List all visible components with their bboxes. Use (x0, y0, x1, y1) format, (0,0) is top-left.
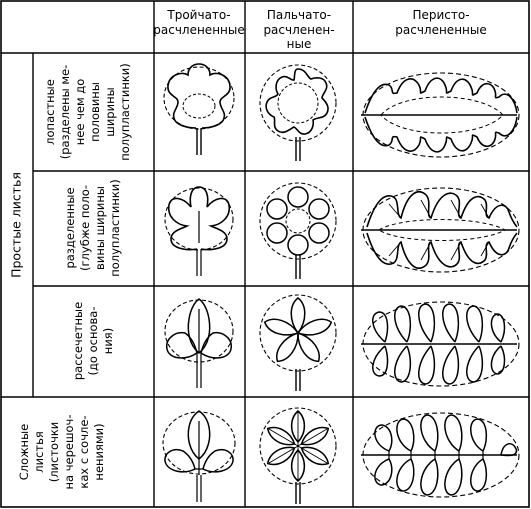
row-label-line: листья (32, 431, 46, 473)
palmate-dissected-leaf-icon (259, 294, 337, 392)
row-label-line: ширины (103, 87, 117, 136)
row-label-dissected: рассечетные (до основа- ния) (71, 302, 115, 380)
row-label-line: нее чем до (73, 79, 87, 146)
header-line: расчленен- (263, 23, 334, 37)
row-label-line: лопастные (43, 79, 57, 145)
row-label-line: (разделены ме- (58, 65, 72, 160)
pinnate-parted-leaf-icon (360, 187, 520, 273)
trifoliate-dissected-leaf-icon (164, 298, 234, 389)
row-label-parted: разделенные (глубже поло- вины ширины по… (63, 179, 122, 277)
row-label-line: половины (88, 82, 102, 142)
header-line: Перисто- (412, 8, 469, 22)
row-label-line: рассечетные (71, 302, 85, 380)
row-label-line: разделенные (63, 187, 77, 268)
row-label-line: полупластинки) (108, 179, 122, 277)
palmate-lobed-leaf-icon (259, 64, 337, 162)
header-line: Тройчато- (166, 8, 230, 22)
header-line: расчлененные (153, 23, 245, 37)
pinnate-compound-leaf-icon (360, 412, 520, 498)
row-label-line: вины ширины (93, 186, 107, 270)
trifoliate-parted-leaf-icon (164, 186, 234, 277)
column-header-palmate: Пальчато- расчленен- ные (263, 8, 334, 51)
column-header-trifoliate: Тройчато- расчлененные (153, 8, 245, 37)
row-label-line: (до основа- (86, 306, 100, 375)
header-line: ные (287, 37, 312, 51)
row-label-line: нениями) (92, 423, 106, 480)
group-label-simple: Простые листья (9, 172, 24, 278)
header-line: Пальчато- (267, 8, 331, 22)
pinnate-dissected-leaf-icon (360, 301, 520, 387)
row-label-line: ках с сочле- (77, 415, 91, 488)
palmate-parted-leaf-icon (259, 182, 337, 280)
row-label-lobed: лопастные (разделены ме- нее чем до поло… (43, 63, 132, 161)
column-header-pinnate: Перисто- расчлененные (395, 8, 487, 37)
row-label-line: (листочки (47, 422, 61, 483)
row-label-line: на черешоч- (62, 415, 76, 490)
trifoliate-lobed-leaf-icon (163, 63, 235, 156)
pinnate-lobed-leaf-icon (360, 72, 520, 158)
palmate-compound-leaf-icon (259, 407, 337, 505)
row-label-line: полупластинки) (118, 63, 132, 161)
row-label-line: Сложные (17, 424, 31, 480)
row-label-line: (глубже поло- (78, 185, 92, 271)
header-line: расчлененные (395, 23, 487, 37)
group-label-compound: Сложные листья (листочки на черешоч- ках… (17, 415, 106, 490)
trifoliate-compound-leaf-icon (162, 410, 236, 503)
row-label-line: ния) (101, 328, 115, 354)
